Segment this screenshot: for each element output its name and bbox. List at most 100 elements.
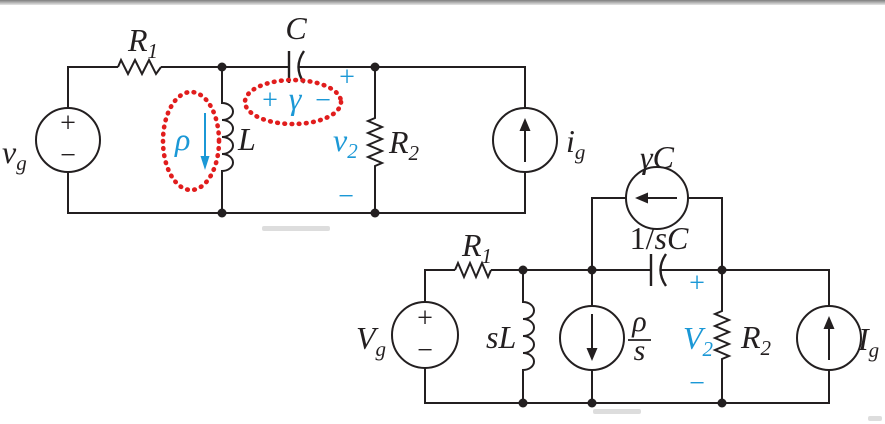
wire-top-right [660,269,830,306]
v2-minus-sign: − [338,181,354,212]
up-arrow-icon [519,118,531,131]
wire-bottom [424,368,830,404]
current-source-ig [492,107,558,173]
r2-symbol: R [388,124,409,160]
inductor-label: L [237,121,256,157]
capacitor-label: C [285,10,307,46]
voltage-source-vg: + − [391,301,459,369]
inductor-initial-current-highlight: ρ [160,89,222,193]
gamma-label: γ [289,80,303,116]
resistor-r2-zigzag [365,67,385,213]
current-source-rho-over-s [559,305,625,371]
current-source-ig [796,305,862,371]
r2-subscript: 2 [761,336,772,360]
ig-symbol: I [857,321,870,357]
v2-subscript: 2 [703,337,714,361]
red-dotted-ellipse [160,89,222,193]
red-dotted-ellipse [242,77,344,127]
v2-plus-sign: + [689,268,705,299]
down-arrow-icon [586,348,598,361]
impedance-symbol: sC [655,220,689,256]
r1-label: R1 [127,22,158,63]
v2-subscript: 2 [347,139,358,163]
wires [424,197,830,404]
junction-dot [370,62,380,72]
fraction-numerator: ρ [631,305,646,338]
r1-subscript: 1 [482,244,493,268]
fraction-denominator: s [634,334,646,367]
vg-label: Vg [356,320,386,361]
junction-dot [587,265,597,275]
v2-plus-sign: + [339,62,355,93]
inductor-impedance-label: sL [486,319,516,355]
wire-bottom [67,172,526,214]
caption-smudge [868,416,882,421]
ig-subscript: g [869,338,880,362]
wire-upper-branch-left [591,197,626,306]
rho-over-s-fraction: ρ s [628,305,651,367]
ig-label: ig [566,123,585,164]
capacitor-curved-plate [659,253,668,287]
junction-dot [717,398,727,408]
caption-smudge [262,226,330,231]
junction-dot [587,398,597,408]
source-plus-sign: + [417,303,433,334]
ig-label: Ig [857,321,879,362]
voltage-source-vg: + − [35,107,101,173]
source-plus-sign: + [60,108,76,139]
wire-upper-branch-right [688,197,723,270]
gamma-minus-sign: − [315,85,331,116]
resistor-r1-zigzag [117,57,162,77]
ig-subscript: g [575,140,586,164]
junction-dot [717,265,727,275]
down-arrow-icon [200,156,210,170]
resistor-r1-zigzag [454,260,492,280]
vg-label: vg [2,134,27,175]
gamma-c-label: γC [640,139,675,175]
r1-symbol: R [127,22,148,58]
r2-label: R2 [740,319,772,360]
r1-label: R1 [461,227,492,268]
junction-dot [518,265,528,275]
junction-dot [217,62,227,72]
inductor-l-coil [221,67,234,213]
voltage-source-circle [391,301,459,369]
vg-symbol: v [2,134,17,170]
current-source-gamma-c [625,166,689,230]
top-edge-bar [0,0,885,5]
resistor-r2-zigzag [712,270,732,403]
junction-dot [518,398,528,408]
rho-label: ρ [174,121,190,157]
capacitor-initial-voltage-highlight: + γ − [242,77,344,127]
source-minus-sign: − [60,140,76,171]
v2-label: v2 [333,122,358,163]
r1-subscript: 1 [148,39,159,63]
vg-subscript: g [16,151,27,175]
r2-subscript: 2 [409,141,420,165]
capacitor-impedance-label: 1/sC [630,220,689,256]
left-arrow-icon [635,192,648,204]
vg-subscript: g [376,337,387,361]
r1-symbol: R [461,227,482,263]
v2-label: V2 [683,320,714,361]
capacitor-impedance [649,253,668,287]
caption-smudge [593,409,641,414]
impedance-prefix: 1/ [630,220,655,256]
ig-symbol: i [566,123,575,159]
up-arrow-icon [823,316,835,329]
v2-minus-sign: − [689,368,705,399]
v2-symbol: v [333,122,348,158]
inductor-sl-coil [522,270,535,403]
wire-left-top [67,66,118,108]
r2-label: R2 [388,124,420,165]
wire-left-top [424,269,455,302]
r2-symbol: R [740,319,761,355]
voltage-source-circle [35,107,101,173]
junction-dot [370,208,380,218]
v2-symbol: V [683,320,706,356]
source-minus-sign: − [417,335,433,366]
vg-symbol: V [356,320,379,356]
junction-dot [217,208,227,218]
s-domain-circuit: + − Vg R1 sL ρ s γC 1/sC R2 [356,139,882,421]
